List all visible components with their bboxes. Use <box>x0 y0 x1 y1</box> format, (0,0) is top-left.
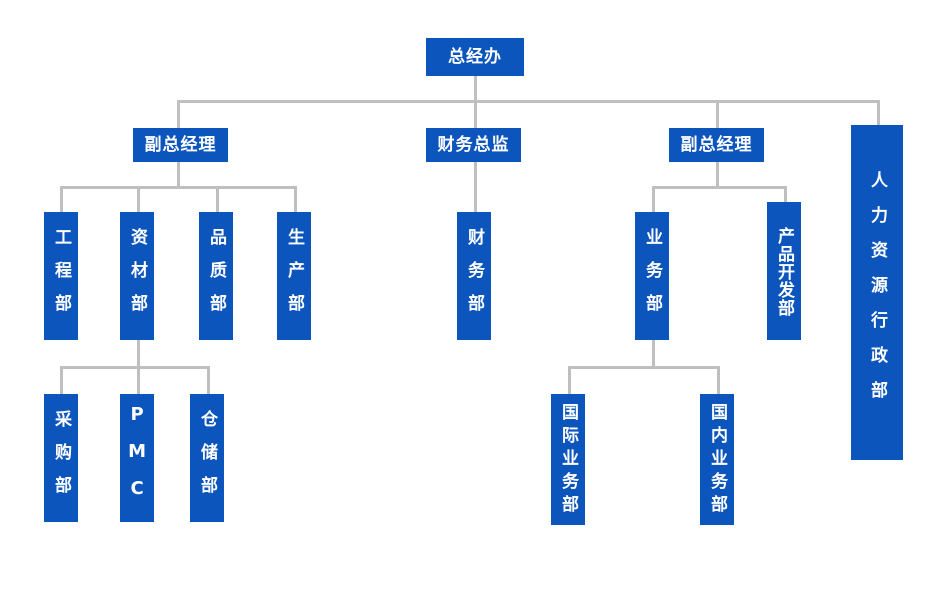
connector-stem-business <box>652 340 655 368</box>
connector-bus-deputy-gm-left <box>60 186 296 189</box>
connector-drop-materials <box>137 186 140 212</box>
node-label: 国内业务部 <box>707 403 728 518</box>
node-gm-office[interactable]: 总经办 <box>426 38 524 76</box>
node-domestic-business[interactable]: 国内业务部 <box>700 394 734 525</box>
node-label: 采购部 <box>51 409 72 509</box>
node-label: 工程部 <box>51 227 72 327</box>
node-label: 国际业务部 <box>558 403 579 518</box>
node-label: 总经办 <box>448 46 502 67</box>
connector-drop-cfo <box>474 100 477 128</box>
connector-level1-bus <box>177 100 880 103</box>
node-label: 品质部 <box>206 227 227 327</box>
node-warehouse[interactable]: 仓储部 <box>190 394 224 522</box>
node-intl-business[interactable]: 国际业务部 <box>551 394 585 525</box>
node-pmc[interactable]: PMC <box>120 394 154 522</box>
node-label: 业务部 <box>642 227 663 327</box>
connector-stem-materials <box>137 340 140 368</box>
connector-stem-deputy-gm-right <box>716 162 719 188</box>
node-label: 生产部 <box>284 227 305 327</box>
node-label: 财务部 <box>464 227 485 327</box>
node-label: 仓储部 <box>197 409 218 509</box>
connector-drop-engineering <box>60 186 63 212</box>
node-materials[interactable]: 资材部 <box>120 212 154 340</box>
connector-drop-quality <box>216 186 219 212</box>
node-label: 副总经理 <box>144 134 217 155</box>
connector-drop-deputy-gm-right <box>716 100 719 128</box>
connector-root-stem <box>474 76 477 102</box>
node-label: 资材部 <box>127 227 148 327</box>
connector-stem-deputy-gm-left <box>177 162 180 188</box>
node-label: PMC <box>126 403 148 515</box>
connector-drop-domestic-business <box>717 366 720 394</box>
connector-drop-business <box>652 186 655 212</box>
node-label: 产品开发部 <box>774 227 795 317</box>
connector-cfo-to-finance <box>474 162 477 212</box>
connector-drop-production <box>294 186 297 212</box>
node-finance[interactable]: 财务部 <box>457 212 491 340</box>
node-business[interactable]: 业务部 <box>635 212 669 340</box>
node-quality[interactable]: 品质部 <box>199 212 233 340</box>
node-cfo[interactable]: 财务总监 <box>426 128 521 162</box>
connector-drop-pmc <box>137 366 140 394</box>
node-label: 人力资源行政部 <box>867 171 888 416</box>
connector-bus-materials <box>60 366 210 369</box>
node-deputy-gm-left[interactable]: 副总经理 <box>133 128 228 162</box>
connector-drop-hr-admin <box>877 100 880 128</box>
node-label: 财务总监 <box>437 134 510 155</box>
connector-bus-deputy-gm-right <box>652 186 787 189</box>
connector-drop-warehouse <box>207 366 210 394</box>
node-purchasing[interactable]: 采购部 <box>44 394 78 522</box>
node-label: 副总经理 <box>680 134 753 155</box>
connector-drop-purchasing <box>60 366 63 394</box>
node-product-dev[interactable]: 产品开发部 <box>767 202 801 340</box>
connector-drop-deputy-gm-left <box>177 100 180 128</box>
connector-drop-intl-business <box>568 366 571 394</box>
connector-drop-product-dev <box>784 186 787 212</box>
node-production[interactable]: 生产部 <box>277 212 311 340</box>
connector-bus-business <box>568 366 720 369</box>
node-hr-admin[interactable]: 人力资源行政部 <box>851 125 903 460</box>
node-deputy-gm-right[interactable]: 副总经理 <box>669 128 764 162</box>
node-engineering[interactable]: 工程部 <box>44 212 78 340</box>
